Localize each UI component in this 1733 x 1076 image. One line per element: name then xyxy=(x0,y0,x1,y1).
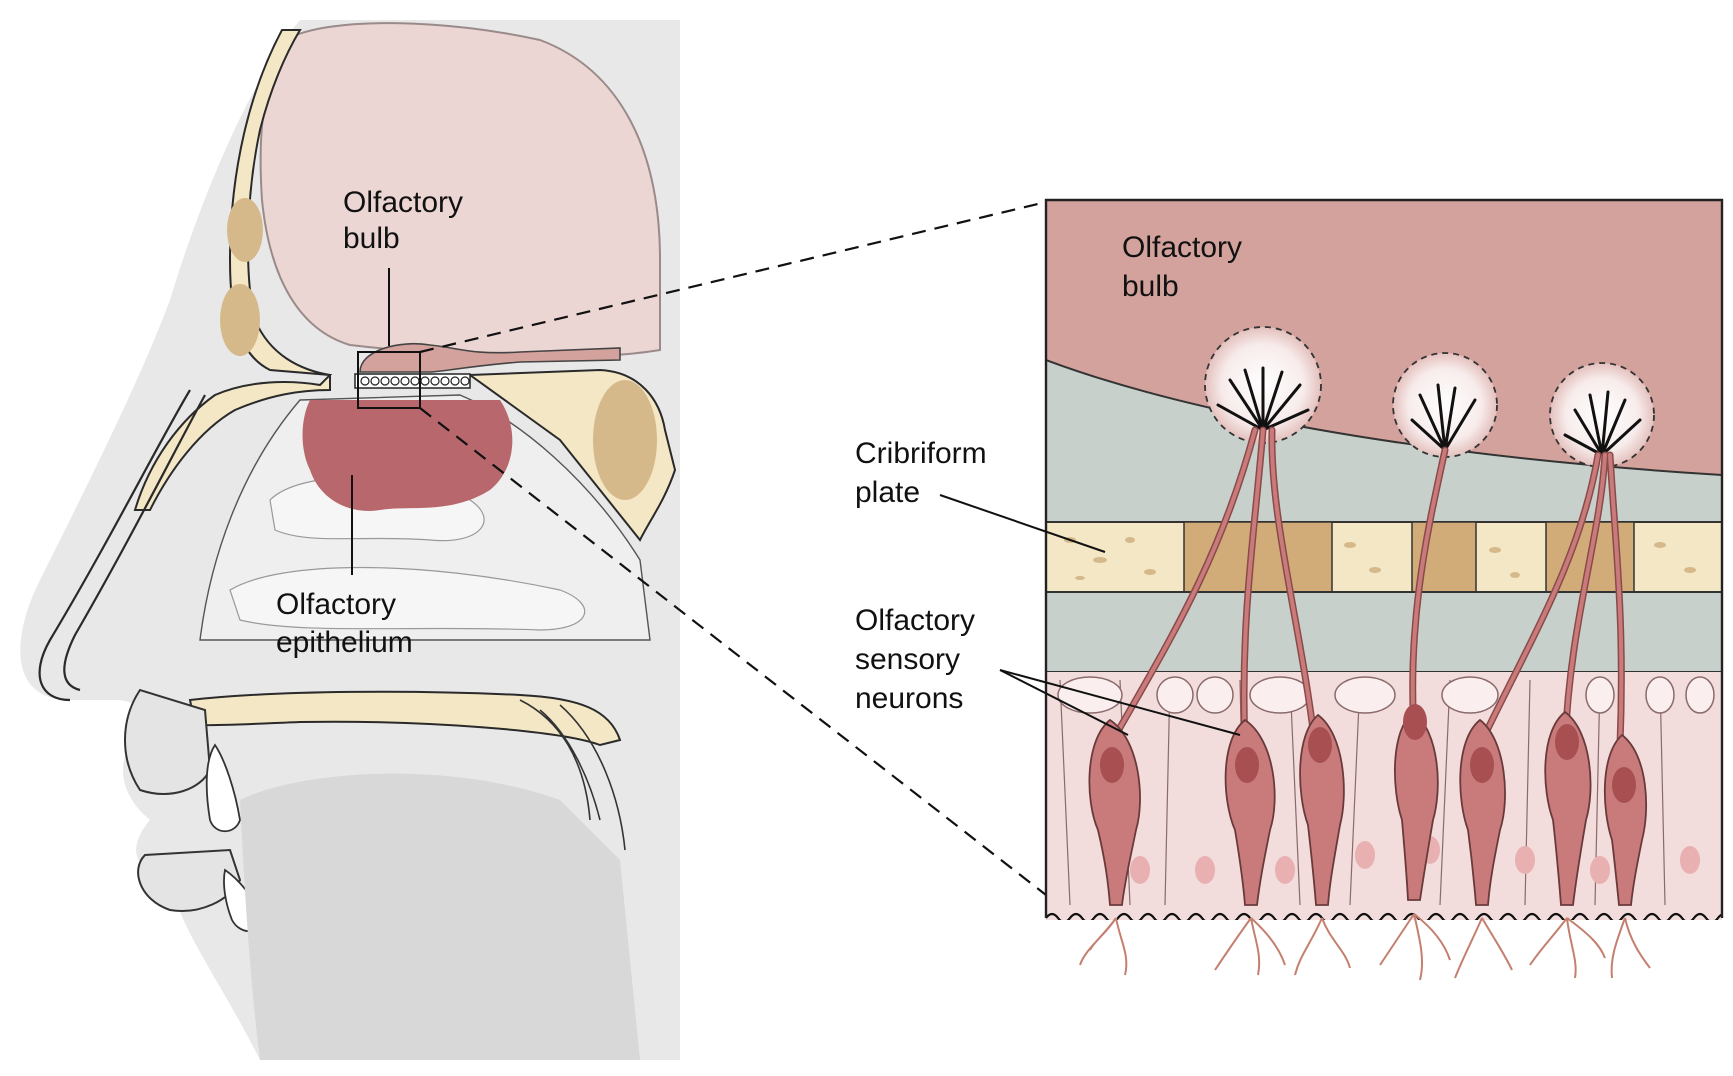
inset-bulb-label-line2: bulb xyxy=(1122,270,1179,303)
neurons-label-line1: Olfactory xyxy=(855,604,975,637)
inset-bulb-label-line1: Olfactory xyxy=(1122,231,1242,264)
head-epithelium-label-line1: Olfactory xyxy=(276,588,396,621)
sphenoid-sinus xyxy=(593,380,657,500)
cribriform-strip xyxy=(355,374,470,388)
neurons-label-line2: sensory xyxy=(855,643,960,676)
cribriform-label-line1: Cribriform xyxy=(855,437,987,470)
frontal-sinus-lower xyxy=(220,284,260,356)
inset-panel xyxy=(1046,200,1730,980)
cilia xyxy=(1080,914,1650,980)
cribriform-label-line2: plate xyxy=(855,476,920,509)
neurons-label-line3: neurons xyxy=(855,682,963,715)
head-cross-section xyxy=(20,20,680,1060)
head-bulb-label-line1: Olfactory xyxy=(343,186,463,219)
head-bulb-label-line2: bulb xyxy=(343,222,400,255)
frontal-sinus-upper xyxy=(227,198,263,262)
head-epithelium-label-line2: epithelium xyxy=(276,626,413,659)
